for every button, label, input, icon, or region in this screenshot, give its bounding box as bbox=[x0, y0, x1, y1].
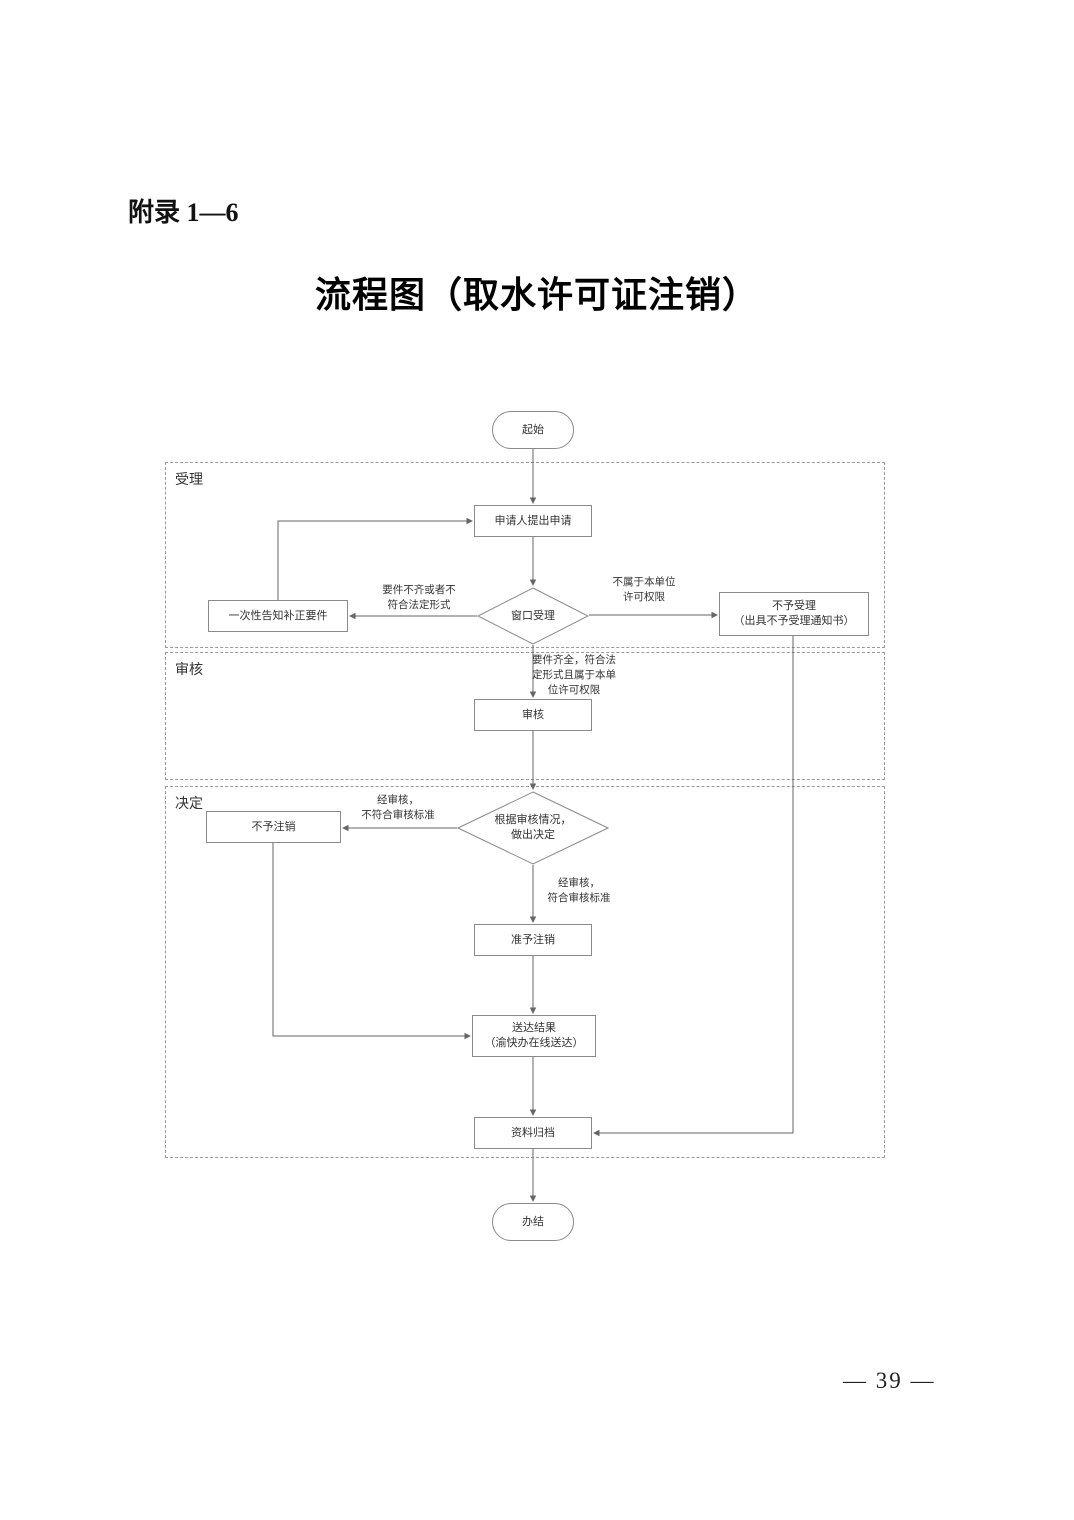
flow-node-deny-cancel: 不予注销 bbox=[206, 811, 341, 843]
page-number: — 39 — bbox=[843, 1368, 936, 1393]
flow-node-reject-accept: 不予受理 （出具不予受理通知书） bbox=[719, 592, 869, 636]
edge-label-pass-review: 经审核， 符合审核标准 bbox=[547, 877, 611, 905]
flow-node-archive: 资料归档 bbox=[474, 1117, 592, 1149]
section-decide: 决定 bbox=[165, 786, 885, 1158]
section-accept-label: 受理 bbox=[175, 471, 203, 487]
flow-node-deliver-result: 送达结果 （渝快办在线送达） bbox=[472, 1015, 596, 1057]
flow-node-window-accept: 窗口受理 bbox=[477, 587, 589, 645]
flow-node-approve-cancel: 准予注销 bbox=[474, 924, 592, 956]
flow-node-decide: 根据审核情况， 做出决定 bbox=[457, 791, 609, 865]
flow-node-apply: 申请人提出申请 bbox=[474, 505, 592, 537]
edge-label-incomplete: 要件不齐或者不 符合法定形式 bbox=[382, 584, 456, 612]
flow-node-decide-label: 根据审核情况， 做出决定 bbox=[494, 814, 572, 841]
section-review-label: 审核 bbox=[175, 661, 203, 677]
edge-label-fail-review: 经审核， 不符合审核标准 bbox=[361, 794, 435, 822]
section-decide-label: 决定 bbox=[175, 795, 203, 811]
flow-node-notify-correct: 一次性告知补正要件 bbox=[208, 600, 348, 632]
flow-node-window-accept-label: 窗口受理 bbox=[511, 609, 555, 622]
flow-node-start: 起始 bbox=[492, 411, 574, 449]
edge-label-no-authority: 不属于本单位 许可权限 bbox=[612, 576, 676, 604]
section-accept: 受理 bbox=[165, 462, 885, 648]
edge-label-qualified: 要件齐全，符合法 定形式且属于本单 位许可权限 bbox=[532, 654, 616, 697]
page-title: 流程图（取水许可证注销） bbox=[314, 275, 759, 315]
flow-node-review: 审核 bbox=[474, 699, 592, 731]
flow-node-end: 办结 bbox=[492, 1203, 574, 1241]
section-review: 审核 bbox=[165, 652, 885, 780]
appendix-label: 附录 1—6 bbox=[128, 198, 239, 227]
